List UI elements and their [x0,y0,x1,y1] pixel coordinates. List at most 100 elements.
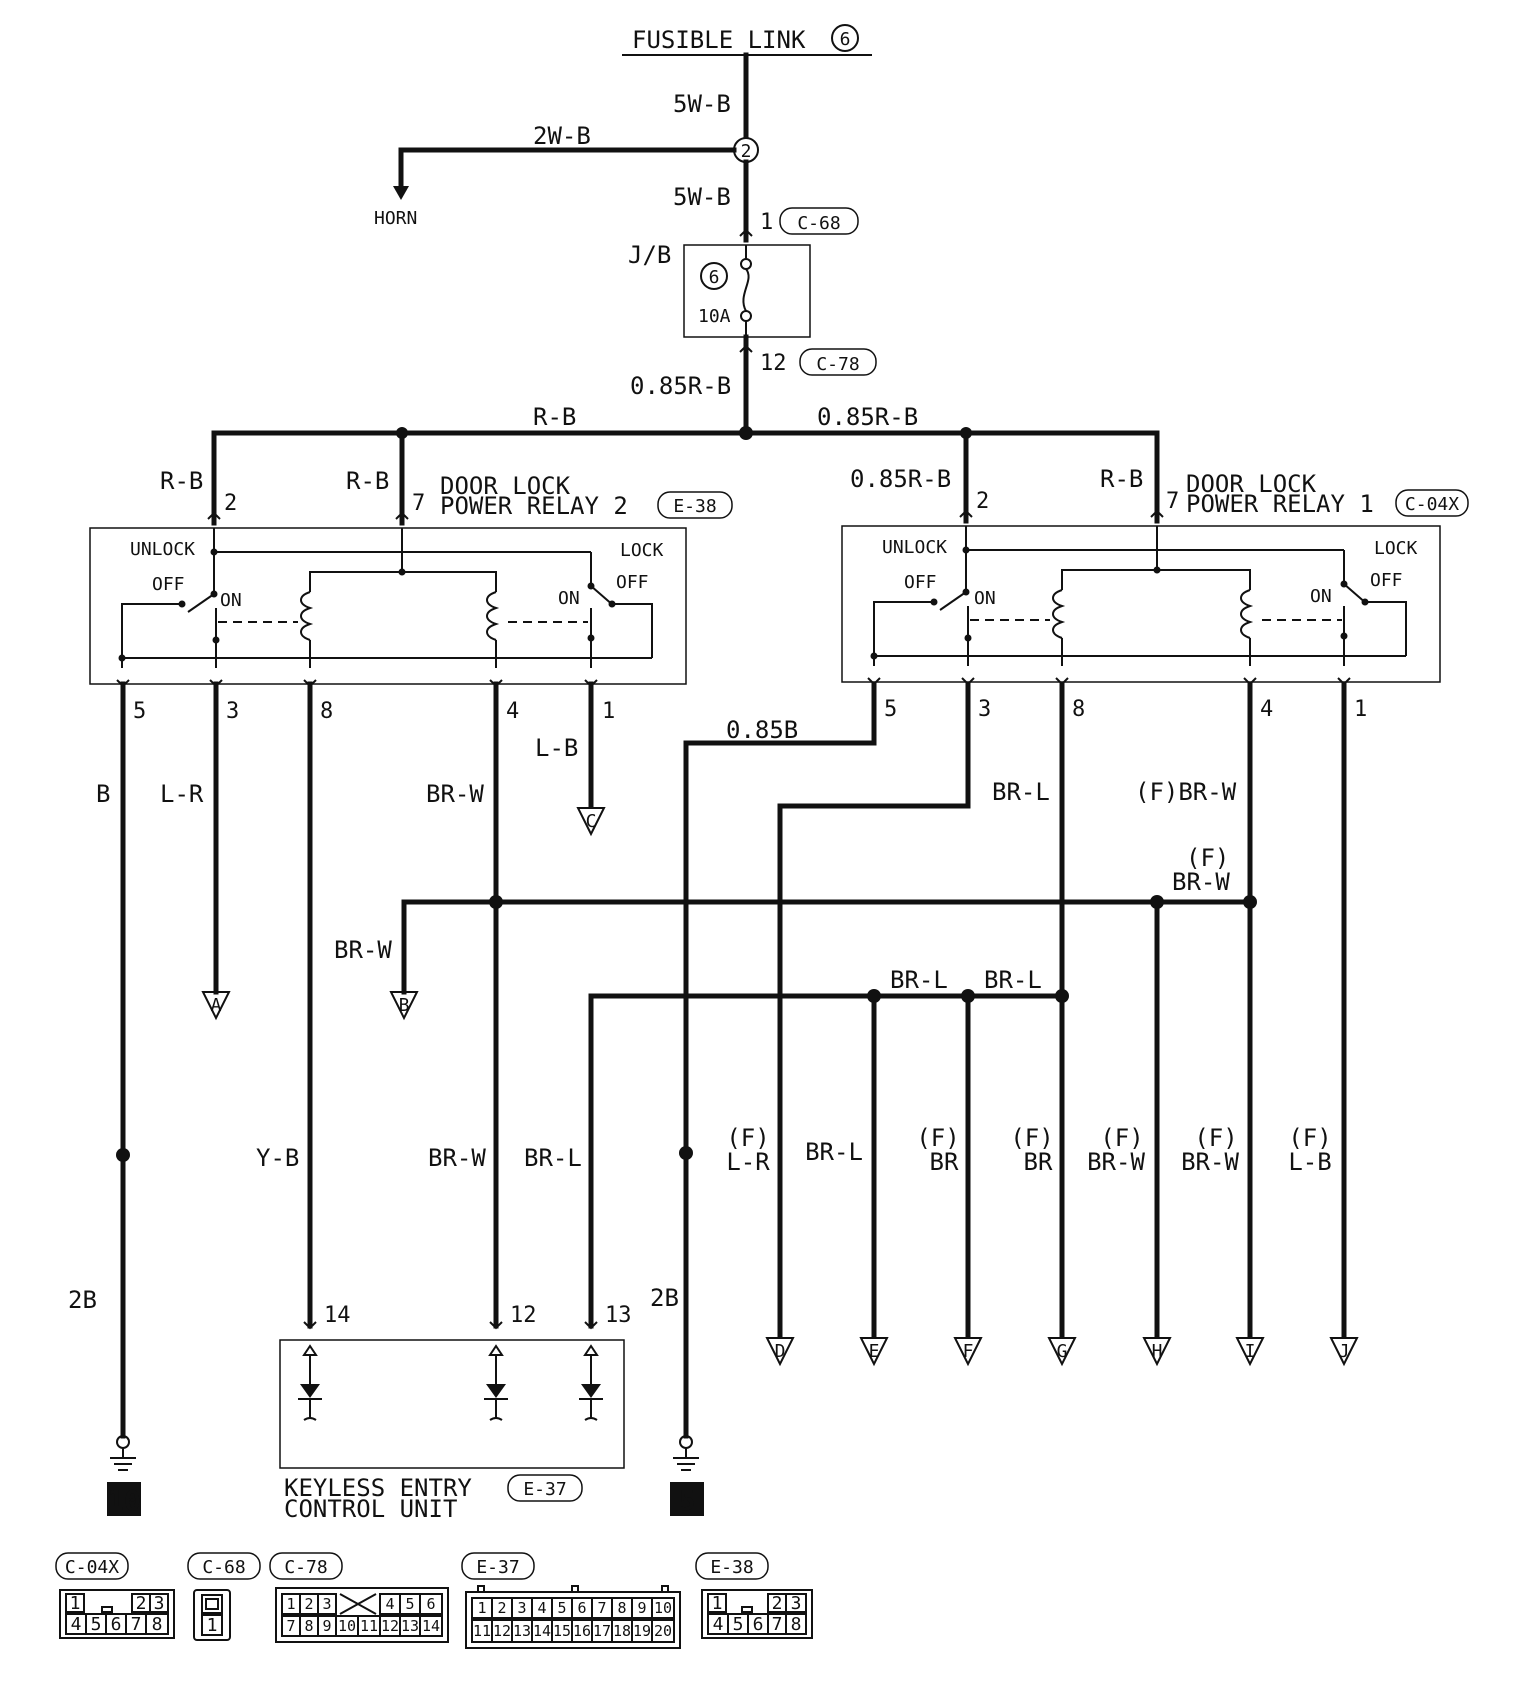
wire-ground-left: 2B [68,1286,97,1314]
keyless-pin-13: 13 [605,1303,632,1328]
wire-i: BR-W [1181,1148,1239,1176]
svg-text:2: 2 [304,1595,313,1613]
wire-pin5-right: 0.85B [726,716,798,744]
svg-text:3: 3 [322,1595,331,1613]
keyless-name-2: CONTROL UNIT [284,1495,457,1523]
jb-label: J/B [628,241,671,269]
wire-r1-pin2: 0.85R-B [850,465,951,493]
keyless-pin-12: 12 [510,1303,537,1328]
r2-name-1: DOOR LOCK [440,472,571,500]
r2-coil-lock-icon [486,591,500,641]
ground-10-label: 10 [107,1484,141,1517]
r2-on-left: ON [220,590,242,611]
wire-pin4-left: BR-W [426,780,484,808]
svg-text:4: 4 [537,1599,546,1617]
svg-text:7: 7 [597,1599,606,1617]
svg-text:4: 4 [713,1614,724,1635]
ref-j: J [1329,1337,1359,1367]
svg-text:16: 16 [573,1622,591,1640]
wire-g-prefix: (F) [1010,1124,1053,1152]
jb-pin-in: 1 [760,210,773,235]
svg-text:A: A [211,995,222,1016]
r1-unlock: UNLOCK [882,537,947,558]
diode-icon-13 [579,1344,603,1421]
ref-a: A [201,991,231,1021]
r1-pin-5: 5 [884,697,897,722]
jb-fuse-number: 6 [709,267,720,288]
svg-text:10: 10 [654,1599,672,1617]
r2-pin-8: 8 [320,699,333,724]
wire-bus-right: 0.85R-B [817,403,918,431]
connector-view-c68: C-68 1 [187,1552,261,1641]
svg-text:F: F [963,1341,974,1362]
svg-text:1: 1 [286,1595,295,1613]
wire-d-prefix: (F) [726,1124,769,1152]
ref-c: C [576,807,606,837]
r1-off-right: OFF [1370,570,1403,591]
ref-f: F [953,1337,983,1367]
wire-pin5-left: B [96,780,110,808]
svg-text:6: 6 [577,1599,586,1617]
connector-view-c04x: C-04X 1 2 3 4 5 6 7 8 [55,1552,175,1639]
wire-horn-branch: 2W-B [533,122,591,150]
svg-text:11: 11 [360,1617,378,1635]
connector-view-c78: C-78 1 2 3 4 5 6 7 8 9 10 11 [269,1552,449,1643]
fusible-link-header: FUSIBLE LINK 6 [622,24,872,56]
svg-text:6: 6 [111,1614,122,1635]
svg-text:1: 1 [712,1593,723,1614]
keyless-connector-tag: E-37 [523,1479,566,1500]
ref-b: B [389,991,419,1021]
svg-text:12: 12 [381,1617,399,1635]
r1-bottom-pins: 5 3 8 4 1 [867,677,1367,722]
svg-text:2: 2 [497,1599,506,1617]
door-lock-power-relay-1: 2 7 DOOR LOCK POWER RELAY 1 C-04X UNLOCK… [841,470,1469,683]
wire-pin3-left: L-R [160,780,204,808]
wire-ground-right: 2B [650,1284,679,1312]
wire-jb-out: 0.85R-B [630,372,731,400]
ground-5: 5 [670,1435,704,1517]
connector-view-e37: E-37 1 2 3 4 5 6 7 [461,1552,681,1649]
wire-g: BR [1024,1148,1053,1176]
svg-text:E-37: E-37 [476,1557,519,1578]
svg-text:7: 7 [286,1617,295,1635]
wire-e: BR-L [805,1138,863,1166]
ref-d: D [765,1337,795,1367]
r2-off-left: OFF [152,574,185,595]
svg-text:8: 8 [304,1617,313,1635]
svg-text:17: 17 [593,1622,611,1640]
wire-h-prefix: (F) [1100,1124,1143,1152]
svg-text:G: G [1057,1341,1068,1362]
svg-text:6: 6 [753,1614,764,1635]
connector-views: C-04X 1 2 3 4 5 6 7 8 [55,1552,813,1649]
r2-pin-2: 2 [224,491,237,516]
svg-text:C-04X: C-04X [65,1557,119,1578]
svg-text:1: 1 [477,1599,486,1617]
svg-text:5: 5 [557,1599,566,1617]
r2-connector-tag: E-38 [673,496,716,517]
svg-text:8: 8 [617,1599,626,1617]
ref-i: I [1235,1337,1265,1367]
keyless-entry-control-unit: 14 12 13 KEYLESS ENTRY [279,1303,632,1523]
wire-f-prefix: (F) [916,1124,959,1152]
svg-text:3: 3 [517,1599,526,1617]
wire-r2-pin2: R-B [160,467,203,495]
wire-yb: Y-B [256,1144,299,1172]
wire-h: BR-W [1087,1148,1145,1176]
svg-text:C: C [586,811,597,832]
svg-text:5: 5 [91,1614,102,1635]
fusible-link-label: FUSIBLE LINK [632,26,806,54]
wire-brl-bus-b: BR-L [984,966,1042,994]
svg-text:7: 7 [131,1614,142,1635]
svg-text:C-78: C-78 [284,1557,327,1578]
r2-on-right: ON [558,588,580,609]
door-lock-power-relay-2: 2 7 DOOR LOCK POWER RELAY 2 E-38 UNLOCK … [89,472,733,685]
svg-text:8: 8 [152,1614,163,1635]
ground-10: 10 [107,1435,141,1517]
horn-label: HORN [374,208,417,229]
svg-text:9: 9 [322,1617,331,1635]
fusible-link-number: 6 [840,29,851,50]
r1-pin-4: 4 [1260,697,1273,722]
svg-text:7: 7 [772,1614,783,1635]
svg-text:10: 10 [338,1617,356,1635]
svg-text:1: 1 [70,1593,81,1614]
